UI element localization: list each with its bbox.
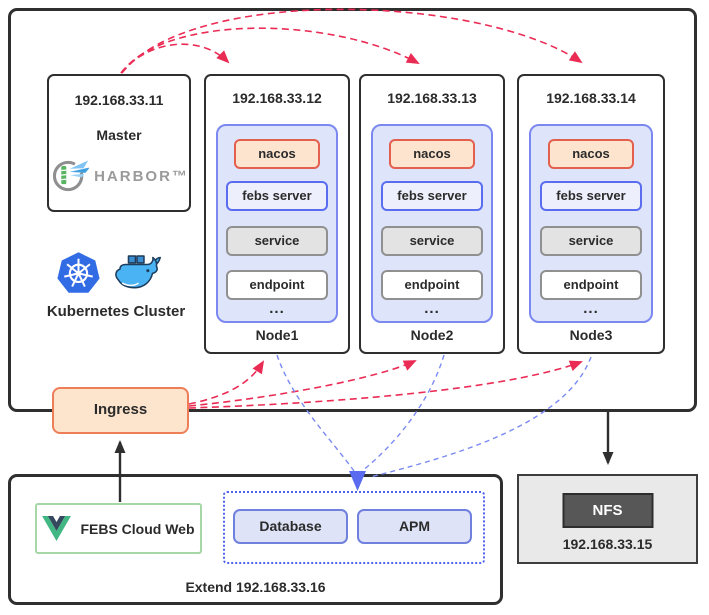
node2-ip: 192.168.33.13 bbox=[387, 90, 477, 106]
cluster-icons bbox=[57, 251, 161, 294]
extend-caption: Extend 192.168.33.16 bbox=[185, 579, 326, 595]
node3-ip: 192.168.33.14 bbox=[546, 90, 636, 106]
cluster-caption: Kubernetes Cluster bbox=[46, 303, 186, 320]
database-box: Database bbox=[233, 509, 348, 544]
endpoint-pod: endpoint bbox=[540, 270, 642, 300]
more-ellipsis: ... bbox=[269, 300, 285, 317]
nacos-pod: nacos bbox=[234, 139, 320, 169]
master-node-box: 192.168.33.11 Master HARBOR™ bbox=[47, 74, 191, 212]
febs-server-pod: febs server bbox=[540, 181, 642, 211]
node1-ip: 192.168.33.12 bbox=[232, 90, 322, 106]
master-role-label: Master bbox=[96, 127, 142, 143]
docker-icon bbox=[115, 254, 161, 288]
febs-server-pod: febs server bbox=[381, 181, 483, 211]
more-ellipsis: ... bbox=[583, 300, 599, 317]
service-pod: service bbox=[540, 226, 642, 256]
node3-label: Node3 bbox=[569, 327, 613, 343]
node2-label: Node2 bbox=[410, 327, 454, 343]
kubernetes-icon bbox=[57, 252, 100, 293]
harbor-icon bbox=[52, 156, 90, 192]
node2-box: 192.168.33.13 nacos febs server service … bbox=[359, 74, 505, 354]
node3-pod-group: nacos febs server service endpoint ... bbox=[529, 124, 653, 323]
nfs-ip: 192.168.33.15 bbox=[562, 536, 653, 552]
harbor-logo: HARBOR™ bbox=[49, 156, 189, 196]
nfs-label-box: NFS bbox=[562, 493, 653, 528]
more-ellipsis: ... bbox=[424, 300, 440, 317]
febs-cloud-web-box: FEBS Cloud Web bbox=[35, 503, 202, 554]
nacos-pod: nacos bbox=[548, 139, 634, 169]
master-ip: 192.168.33.11 bbox=[74, 92, 164, 108]
nacos-pod: nacos bbox=[389, 139, 475, 169]
febs-cloud-web-label: FEBS Cloud Web bbox=[80, 520, 195, 537]
node1-pod-group: nacos febs server service endpoint ... bbox=[216, 124, 338, 323]
febs-server-pod: febs server bbox=[226, 181, 328, 211]
node3-box: 192.168.33.14 nacos febs server service … bbox=[517, 74, 665, 354]
harbor-wordmark: HARBOR™ bbox=[94, 167, 189, 185]
node1-label: Node1 bbox=[255, 327, 299, 343]
node2-pod-group: nacos febs server service endpoint ... bbox=[371, 124, 493, 323]
apm-box: APM bbox=[357, 509, 472, 544]
service-pod: service bbox=[381, 226, 483, 256]
nfs-box: NFS 192.168.33.15 bbox=[517, 474, 698, 564]
vue-icon bbox=[42, 516, 72, 541]
ingress-box: Ingress bbox=[52, 387, 189, 434]
endpoint-pod: endpoint bbox=[381, 270, 483, 300]
node1-box: 192.168.33.12 nacos febs server service … bbox=[204, 74, 350, 354]
endpoint-pod: endpoint bbox=[226, 270, 328, 300]
service-pod: service bbox=[226, 226, 328, 256]
